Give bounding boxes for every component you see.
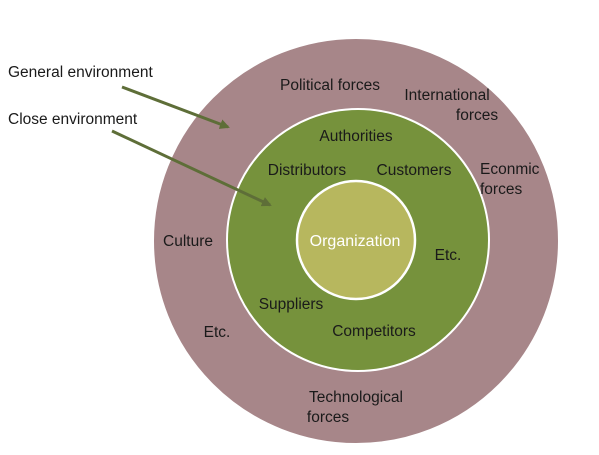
close-environment-arrow <box>111 129 272 207</box>
culture-label: Culture <box>163 233 213 250</box>
general-environment-arrow <box>121 85 230 129</box>
outer-etc-label: Etc. <box>204 324 231 341</box>
international-forces-label-line1: International <box>404 87 489 104</box>
distributors-label: Distributors <box>268 162 347 179</box>
competitors-label: Competitors <box>332 323 416 340</box>
general-environment-label: General environment <box>8 64 153 81</box>
inner-etc-label: Etc. <box>435 247 462 264</box>
suppliers-label: Suppliers <box>259 296 324 313</box>
political-forces-label: Political forces <box>280 77 380 94</box>
customers-label: Customers <box>377 162 452 179</box>
economic-forces-label-line2: forces <box>480 181 522 198</box>
international-forces-label-line2: forces <box>456 107 498 124</box>
authorities-label: Authorities <box>319 128 392 145</box>
technological-forces-label-line1: Technological <box>309 389 403 406</box>
technological-forces-label-line2: forces <box>307 409 349 426</box>
organization-label: Organization <box>310 233 401 250</box>
economic-forces-label-line1: Econmic <box>480 161 540 178</box>
organization-circle <box>295 179 417 301</box>
close-environment-label: Close environment <box>8 111 138 128</box>
